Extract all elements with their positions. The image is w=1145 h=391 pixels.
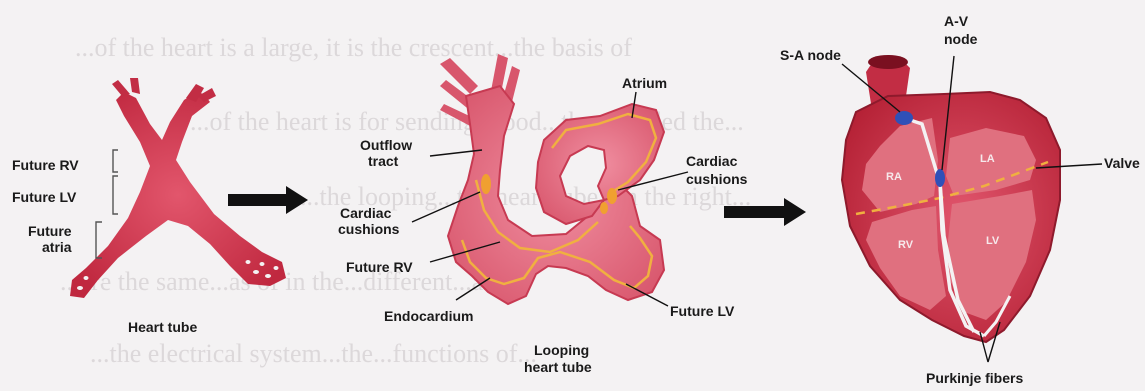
caption-looping-2: heart tube	[524, 359, 592, 375]
label-cardiac-cushions-right-2: cushions	[686, 171, 748, 187]
label-future-atria-1: Future	[28, 223, 72, 239]
label-cardiac-cushions-right-1: Cardiac	[686, 153, 738, 169]
label-sa-node: S-A node	[780, 47, 841, 63]
label-future-lv-loop: Future LV	[670, 303, 735, 319]
tube-branch	[112, 80, 130, 96]
background-text-line: ...are the same...as of in the...differe…	[60, 267, 517, 296]
label-cardiac-cushions-left-2: cushions	[338, 221, 400, 237]
label-future-atria-2: atria	[42, 239, 72, 255]
label-cardiac-cushions-left-1: Cardiac	[340, 205, 392, 221]
label-endocardium: Endocardium	[384, 308, 473, 324]
label-ra: RA	[886, 171, 902, 183]
mature-heart-figure	[842, 55, 1102, 362]
label-valve: Valve	[1104, 155, 1140, 171]
label-outflow-1: Outflow	[360, 137, 412, 153]
aorta-opening	[868, 55, 908, 69]
label-rv: RV	[898, 239, 914, 251]
label-la: LA	[980, 153, 995, 165]
label-av-node-1: A-V	[944, 13, 969, 29]
label-lv: LV	[986, 235, 1000, 247]
tube-branch	[130, 78, 140, 94]
bracket-future-lv	[113, 176, 118, 214]
label-outflow-2: tract	[368, 153, 399, 169]
bracket-future-atria	[96, 222, 102, 258]
background-text-line: ...of the heart is a large, it is the cr…	[75, 33, 632, 62]
background-text-line: ...the electrical system...the...functio…	[90, 339, 537, 368]
caption-looping-1: Looping	[534, 342, 589, 358]
caption-heart-tube: Heart tube	[128, 319, 197, 335]
label-atrium: Atrium	[622, 75, 667, 91]
arrow-right-icon	[228, 186, 308, 214]
label-purkinje: Purkinje fibers	[926, 370, 1023, 386]
av-node-marker	[935, 169, 945, 187]
bracket-future-rv	[113, 150, 118, 172]
label-future-rv-loop: Future RV	[346, 259, 413, 275]
label-av-node-2: node	[944, 31, 978, 47]
sa-node-marker	[895, 111, 913, 125]
label-future-lv: Future LV	[12, 189, 77, 205]
chamber-rv	[866, 206, 946, 310]
label-future-rv: Future RV	[12, 157, 79, 173]
